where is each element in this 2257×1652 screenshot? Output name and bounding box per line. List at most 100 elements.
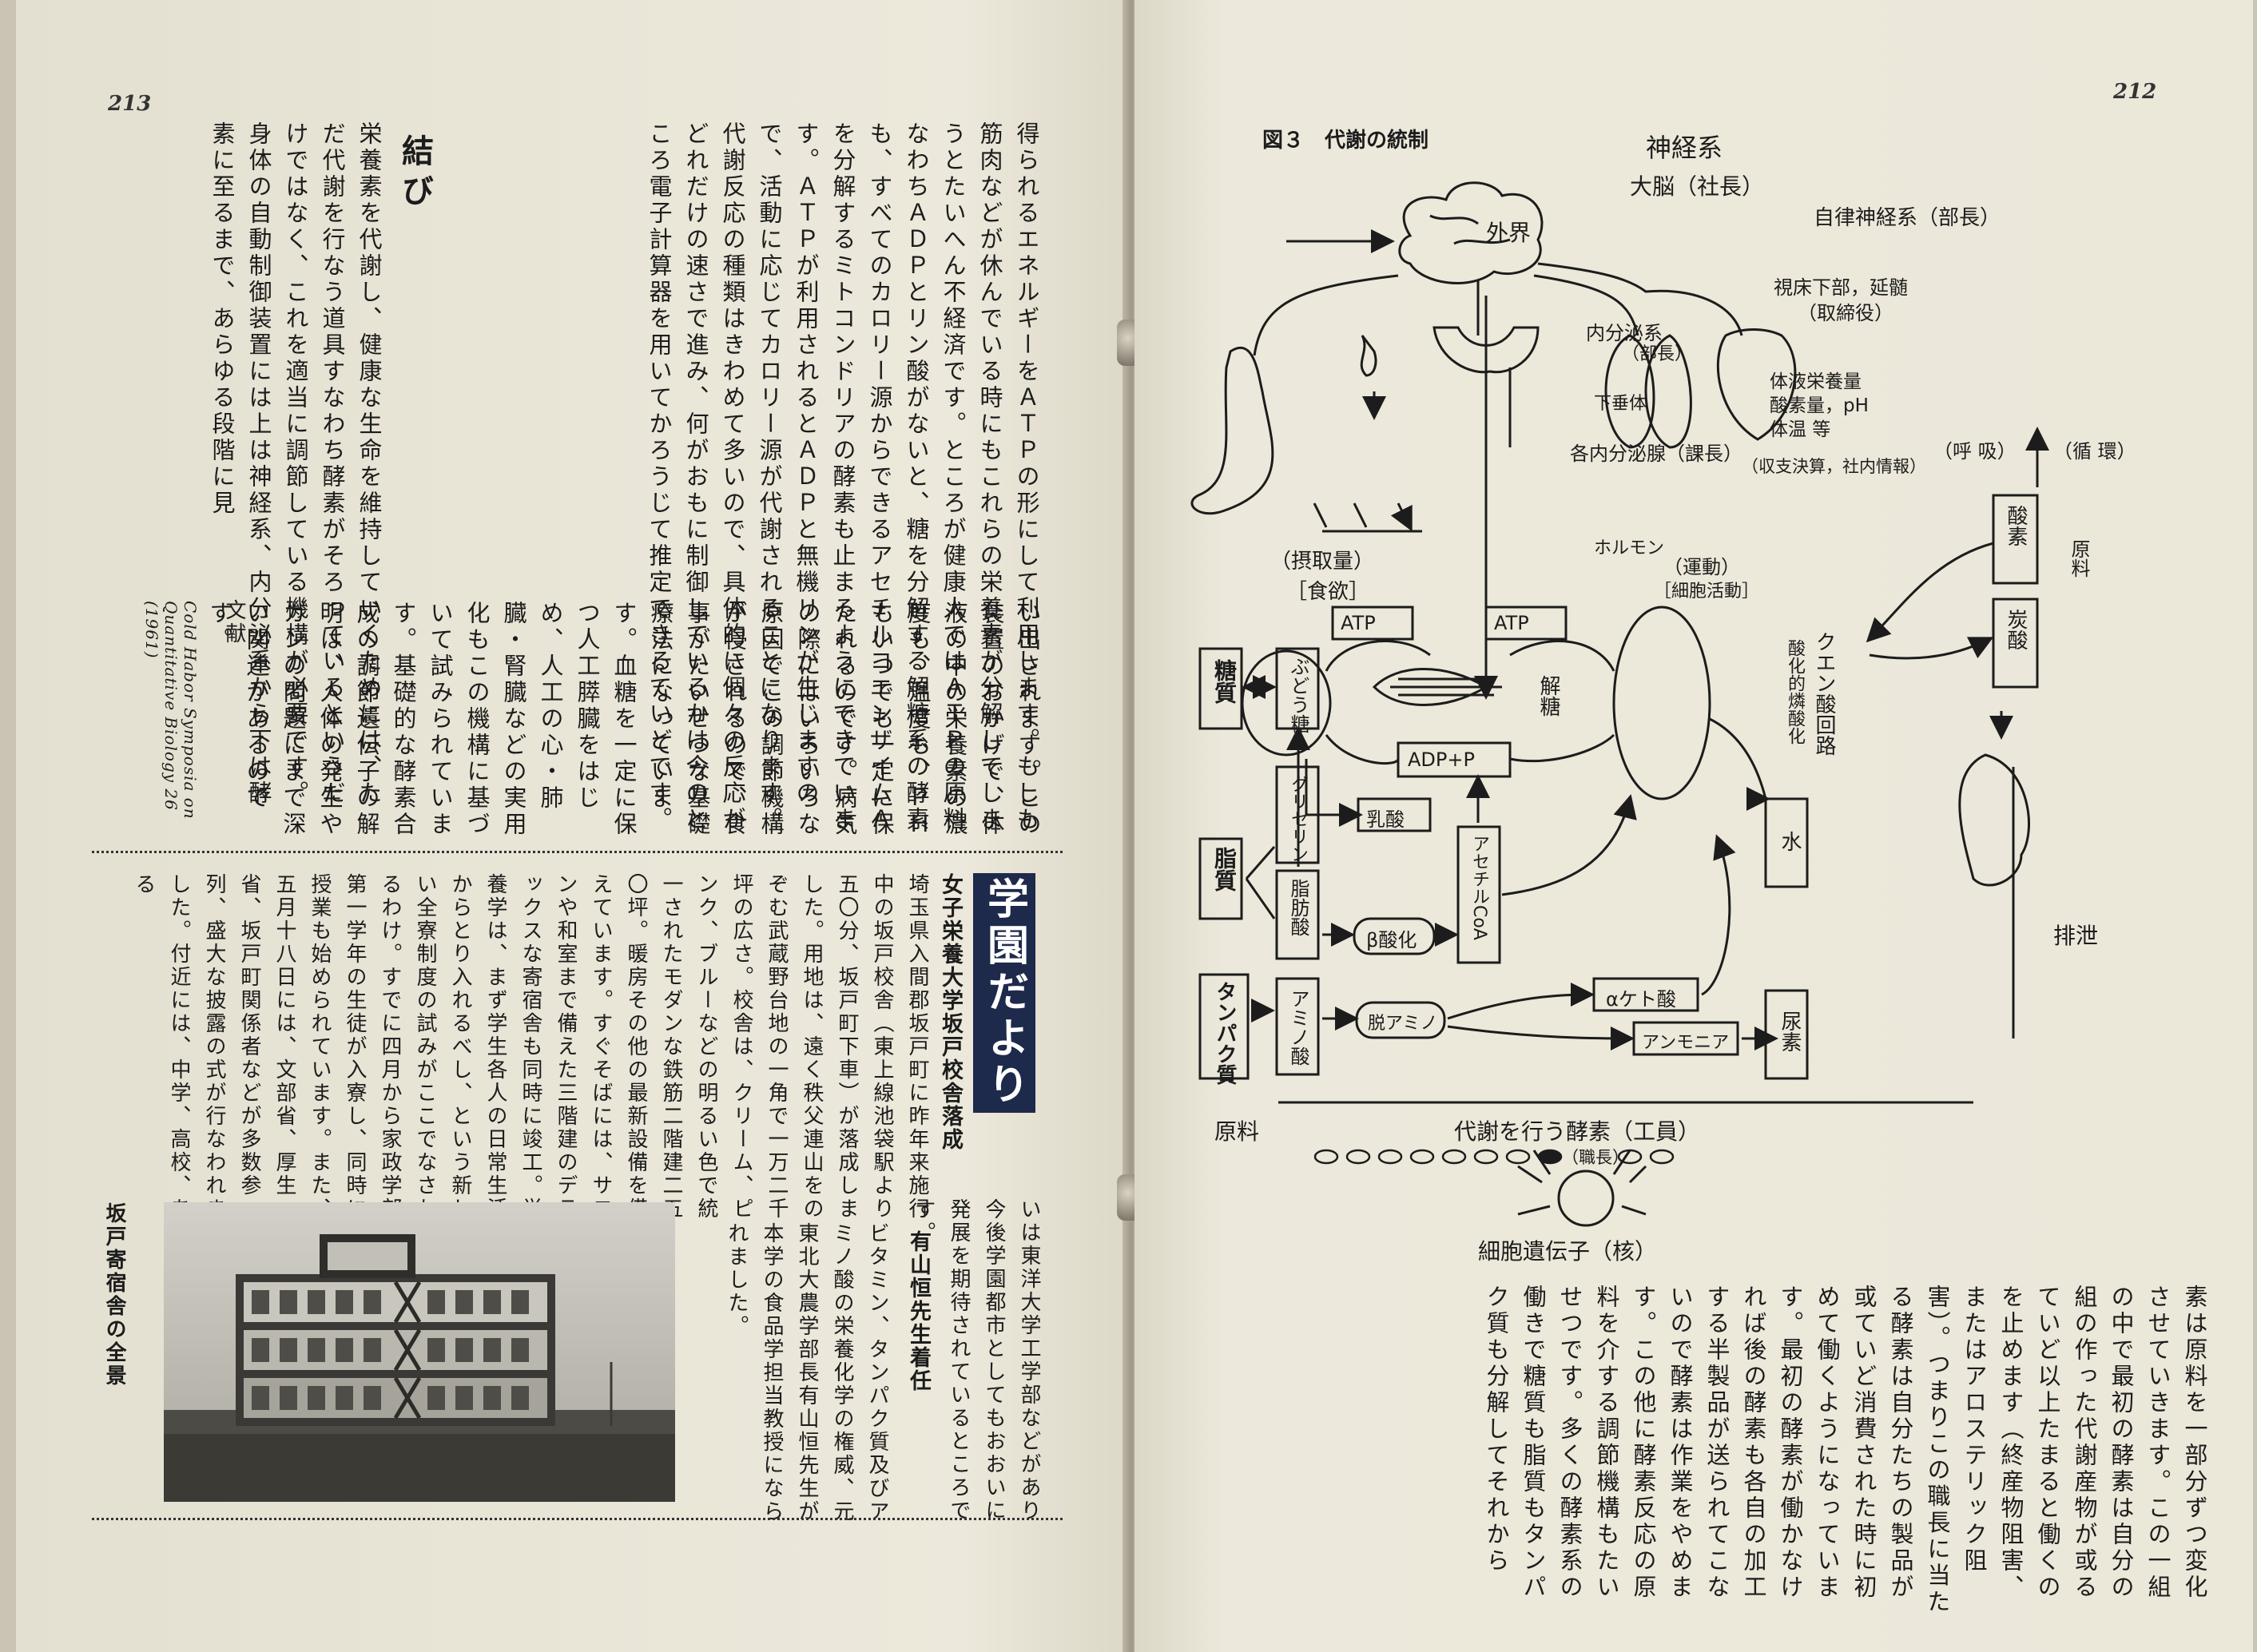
figure-title: 図３ 代謝の統制 (1262, 129, 1429, 153)
label-body-fluid-2: 酸素量，pH (1770, 395, 1869, 416)
oxygen-box (1992, 494, 2039, 585)
label-water: 水 (1778, 831, 1802, 852)
article-column-upper: 得られるエネルギーをＡＴＰの形にして利用します。もしも筋肉などが休んでいる時にも… (646, 121, 1040, 833)
label-intake: （摂取量） (1270, 550, 1375, 574)
conclusion-text: 栄養素を代謝し、健康な生命を維持していくためには、ただ代謝を行なう道具すなわち酵… (209, 121, 383, 807)
nucleus-icon (1557, 1170, 1615, 1227)
label-circulation: （循 環） (2053, 440, 2136, 463)
label-lactic: 乳酸 (1366, 808, 1405, 831)
label-glycolysis: 解糖 (1536, 675, 1560, 717)
school-news-continued: いは東洋大学工学部などがあり今後学園都市としてもおおいに発展を期待されているとこ… (912, 1198, 1041, 1523)
label-acetylcoa: アセチルCoA (1469, 835, 1489, 940)
protein-box (1198, 973, 1250, 1080)
prof-news-title: 有山恒先生着任 (906, 1230, 931, 1392)
label-amino: アミノ酸 (1287, 989, 1309, 1066)
label-atp-2: ATP (1494, 612, 1529, 634)
label-excretion: 排泄 (2053, 923, 2099, 949)
label-brain: 大脳（社長） (1630, 173, 1765, 200)
brain-to-stomach (1253, 274, 1399, 356)
brain-to-lungs (1533, 274, 1639, 336)
brain-to-heart (1537, 262, 1743, 336)
label-urea: 尿素 (1778, 1011, 1802, 1052)
school-news-title: 女子栄養大学坂戸校舎落成 (938, 873, 963, 1151)
deamination-box (1355, 1001, 1446, 1039)
krebs-circle (1612, 606, 1711, 800)
label-co2: 炭酸 (2004, 609, 2028, 650)
label-nervous-system: 神経系 (1646, 133, 1723, 163)
photo-caption: 坂戸寄宿舎の全景 (102, 1202, 126, 1388)
school-news-banner: 学園だより (973, 873, 1035, 1113)
enzyme-ovals (1313, 1149, 1675, 1165)
lactic-box (1357, 797, 1432, 832)
amino-box (1275, 977, 1320, 1076)
hypothalamus-icon (1432, 326, 1540, 374)
urea-box (1764, 989, 1809, 1080)
dormitory-photo (164, 1202, 675, 1502)
heart-icon (1716, 328, 1797, 441)
atp-box-2 (1484, 606, 1568, 641)
label-body-fluid-3: 体温 等 (1770, 419, 1831, 440)
label-raw-material-bottom: 原料 (1214, 1118, 1260, 1145)
label-glands: 各内分泌腺（課長） (1570, 443, 1742, 465)
label-oxygen: 酸素 (2004, 505, 2028, 546)
pituitary-icon (1360, 335, 1377, 377)
right-page: 212 図３ 代謝の統制 (1134, 0, 2253, 1652)
brain-icon (1398, 181, 1544, 284)
references-label: 文献 (222, 599, 246, 645)
diagram-labels: 神経系 大脳（社長） 外界 自律神経系（部長） 視床下部，延髄 （取締役） 内分… (1134, 0, 2253, 1294)
label-pituitary: 下垂体 (1594, 394, 1647, 414)
label-enzymes: 代謝を行う酵素（工員） (1454, 1118, 1701, 1145)
label-endocrine-role: （部長） (1622, 344, 1693, 364)
fatty-acid-box (1275, 869, 1320, 960)
label-appetite: ［食欲］ (1286, 580, 1370, 604)
water-box (1764, 797, 1809, 888)
atp-box-1 (1331, 606, 1414, 641)
label-hypo-role: （取締役） (1798, 302, 1893, 324)
label-atp-1: ATP (1341, 612, 1376, 634)
label-motion: （運動） (1663, 556, 1740, 578)
label-raw-material-top: 原料 (2068, 539, 2090, 578)
lungs-icon (1604, 334, 1692, 449)
ammonia-box (1632, 1021, 1739, 1056)
label-glucose: ぶどう糖 (1287, 657, 1309, 733)
label-ammonia: アンモニア (1642, 1033, 1730, 1053)
label-hormone: ホルモン (1594, 538, 1665, 558)
reference-text: Cold Habor Symposia on Quantitative Biol… (142, 601, 200, 820)
label-body-fluid-1: 体液栄養量 (1770, 371, 1862, 392)
brain-folds-icon (1429, 214, 1511, 245)
label-foreman: （職長） (1562, 1148, 1629, 1167)
acetylcoa-box (1456, 825, 1501, 964)
label-fat: 脂質 (1211, 847, 1238, 892)
label-adp: ADP+P (1408, 749, 1475, 771)
label-beta: β酸化 (1366, 929, 1417, 951)
left-page: 213 得られるエネルギーをＡＴＰの形にして利用します。もしも筋肉などが休んでい… (16, 0, 1127, 1652)
kidney-icon (1958, 753, 2030, 887)
label-respiration: （呼 吸） (1933, 440, 2017, 463)
label-endocrine: 内分泌系 (1586, 322, 1663, 344)
label-gene: 細胞遺伝子（核） (1478, 1238, 1658, 1265)
article-column-lower: い出されます。この装置のおかげで、体液の中の栄養素の濃度も、温度も、ＰＨもいつで… (206, 601, 1042, 838)
label-keto: αケト酸 (1606, 988, 1676, 1011)
fat-box (1198, 837, 1243, 920)
beta-box (1353, 917, 1436, 955)
right-body-text: 素は原料を一部分ずつ変化させていきます。この一組の中で最初の酵素は自分の組の作っ… (1483, 1285, 2208, 1616)
divider-bottom (92, 1518, 1063, 1520)
label-autonomic: 自律神経系（部長） (1814, 206, 2001, 230)
prof-news-body: ビタミン、タンパク質及びアミノ酸の栄養化学の権威、元東北大農学部長有山恒先生が本… (725, 1222, 889, 1523)
label-glycerin: グリセリン (1288, 775, 1308, 863)
dormitory-photo-image (164, 1202, 675, 1502)
label-krebs: クエン酸回路 (1812, 631, 1836, 756)
label-hypothalamus: 視床下部，延髄 (1774, 276, 1908, 299)
divider-top (92, 851, 1063, 853)
stomach-icon (1190, 346, 1274, 515)
metabolism-control-diagram (1190, 181, 2049, 1227)
page-number-right: 212 (2113, 80, 2157, 104)
label-oxphos: 酸化的燐酸化 (1785, 639, 1805, 745)
label-balance: （収支決算，社内情報） (1742, 457, 1926, 476)
school-news-body: 埼玉県入間郡坂戸町に昨年来施行中の坂戸校舎（東上線池袋駅より五〇分、坂戸町下車）… (132, 873, 929, 1221)
label-deamination: 脱アミノ (1368, 1014, 1438, 1034)
page-number-left: 213 (108, 92, 152, 116)
label-carb: 糖質 (1211, 659, 1238, 704)
conclusion-heading: 結び (396, 134, 434, 214)
